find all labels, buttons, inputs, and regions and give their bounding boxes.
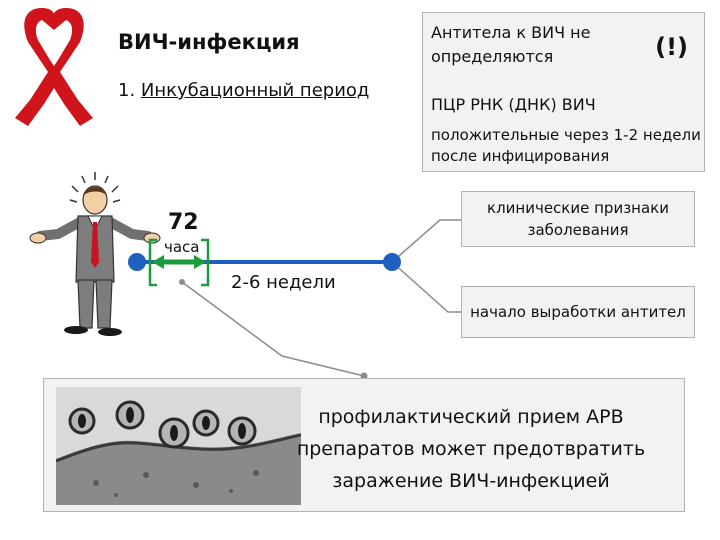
hours-unit: часа: [164, 238, 200, 256]
clinical-signs-box: клинические признаки заболевания: [461, 191, 695, 247]
pcr-test-label: ПЦР РНК (ДНК) ВИЧ: [431, 95, 596, 114]
prophylaxis-text: профилактический прием АРВ препаратов мо…: [296, 406, 646, 492]
virus-micrograph-image: [56, 387, 301, 505]
page-title: ВИЧ-инфекция: [118, 30, 300, 54]
info-box: Антитела к ВИЧ не определяются (!) ПЦР Р…: [422, 12, 705, 172]
section-number: 1.: [118, 80, 141, 101]
section-heading-text: Инкубационный период: [140, 80, 370, 101]
connector-prophylaxis: [181, 281, 365, 377]
hours-window-bracket: [148, 238, 210, 287]
clinical-signs-label: клинические признаки заболевания: [487, 199, 669, 239]
timeline-start-point: [128, 253, 146, 271]
antibody-production-label: начало выработки антител: [470, 303, 686, 321]
antibody-production-box: начало выработки антител: [461, 286, 695, 338]
prophylaxis-box: профилактический прием АРВ препаратов мо…: [43, 378, 685, 512]
connector-clinical: [391, 219, 463, 263]
pcr-positive-text: положительные через 1-2 недели после инф…: [431, 126, 701, 165]
section-heading: 1. Инкубационный период: [118, 80, 369, 101]
connector-antibody: [391, 261, 463, 313]
attention-mark: (!): [655, 33, 688, 61]
hours-number: 72: [168, 210, 199, 235]
antibody-status-text: Антитела к ВИЧ не определяются: [431, 23, 591, 66]
timeline-end-point: [383, 253, 401, 271]
weeks-label: 2-6 недели: [231, 272, 336, 293]
